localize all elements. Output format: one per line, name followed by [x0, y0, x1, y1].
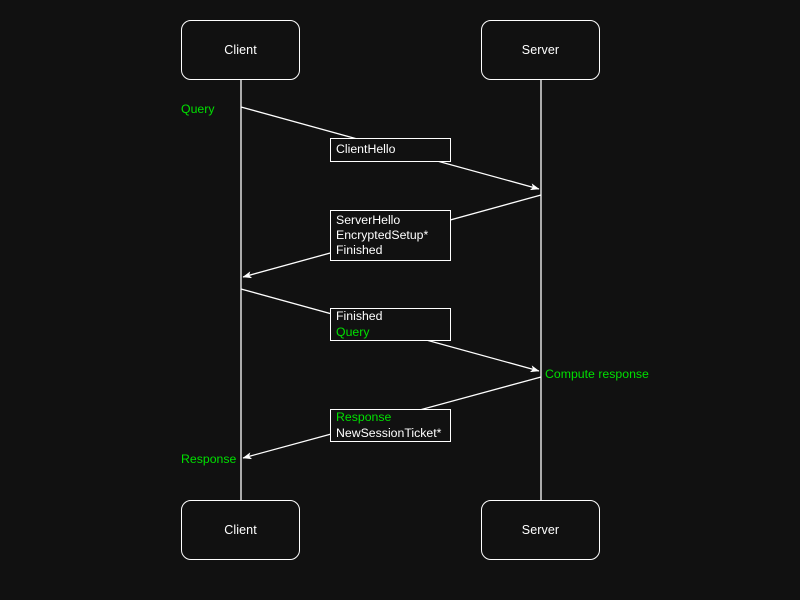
message-line-server-hello-2: EncryptedSetup*: [336, 227, 429, 242]
actor-label-server-bottom: Server: [521, 523, 560, 537]
actor-box-client-bottom[interactable]: Client: [181, 500, 300, 560]
message-box-response-ticket[interactable]: Response NewSessionTicket*: [330, 409, 451, 442]
message-box-server-hello[interactable]: ServerHello EncryptedSetup* Finished: [330, 210, 451, 261]
message-line-finished-query-2: Query: [336, 324, 370, 339]
actor-label-client-top: Client: [224, 43, 257, 57]
actor-box-client-top[interactable]: Client: [181, 20, 300, 80]
message-line-finished-query-1: Finished: [336, 309, 383, 324]
message-line-client-hello-1: ClientHello: [336, 142, 396, 157]
response-label: Response: [181, 452, 237, 466]
message-line-server-hello-1: ServerHello: [336, 212, 401, 227]
message-line-response-ticket-2: NewSessionTicket*: [336, 425, 442, 440]
message-box-finished-query[interactable]: Finished Query: [330, 308, 451, 341]
actor-label-server-top: Server: [521, 43, 560, 57]
actor-box-server-bottom[interactable]: Server: [481, 500, 600, 560]
message-box-client-hello[interactable]: ClientHello: [330, 138, 451, 162]
query-label: Query: [181, 102, 215, 116]
compute-response-label: Compute response: [545, 367, 649, 381]
message-line-server-hello-3: Finished: [336, 243, 383, 258]
actor-label-client-bottom: Client: [224, 523, 257, 537]
actor-box-server-top[interactable]: Server: [481, 20, 600, 80]
message-line-response-ticket-1: Response: [336, 410, 392, 425]
